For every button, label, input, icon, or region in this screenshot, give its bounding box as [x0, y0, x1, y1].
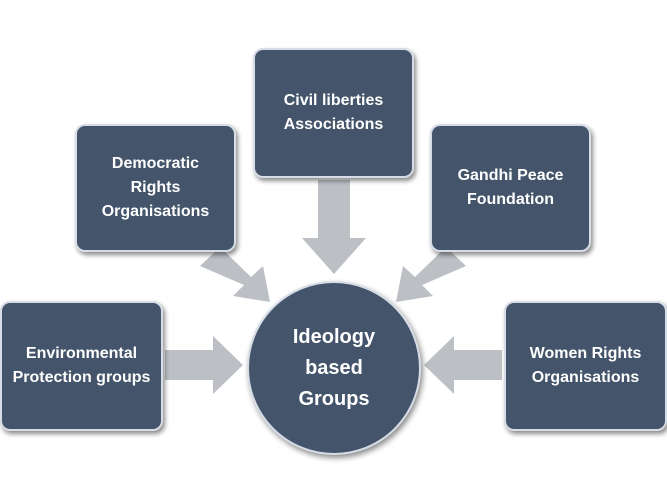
arrow-from-women-rights [424, 336, 502, 394]
node-women-rights-label: Women Rights Organisations [529, 345, 642, 386]
node-women-rights: Women Rights Organisations [504, 301, 667, 431]
arrow-from-environmental-protection [165, 336, 243, 394]
node-democratic-rights: Democratic Rights Organisations [75, 124, 236, 252]
arrow-from-civil-liberties [302, 180, 366, 274]
node-gandhi-peace-label: Gandhi Peace Foundation [457, 167, 564, 208]
center-node: Ideology based Groups [247, 281, 421, 455]
node-environmental-protection-label: Environmental Protection groups [12, 345, 151, 386]
node-civil-liberties: Civil liberties Associations [253, 48, 414, 178]
node-environmental-protection: Environmental Protection groups [0, 301, 163, 431]
center-node-label: Ideology based Groups [292, 325, 376, 410]
node-gandhi-peace: Gandhi Peace Foundation [430, 124, 591, 252]
arrow-from-democratic-rights [200, 247, 270, 302]
node-democratic-rights-label: Democratic Rights Organisations [101, 155, 210, 220]
node-civil-liberties-label: Civil liberties Associations [283, 92, 384, 133]
arrow-from-gandhi-peace [396, 247, 466, 302]
